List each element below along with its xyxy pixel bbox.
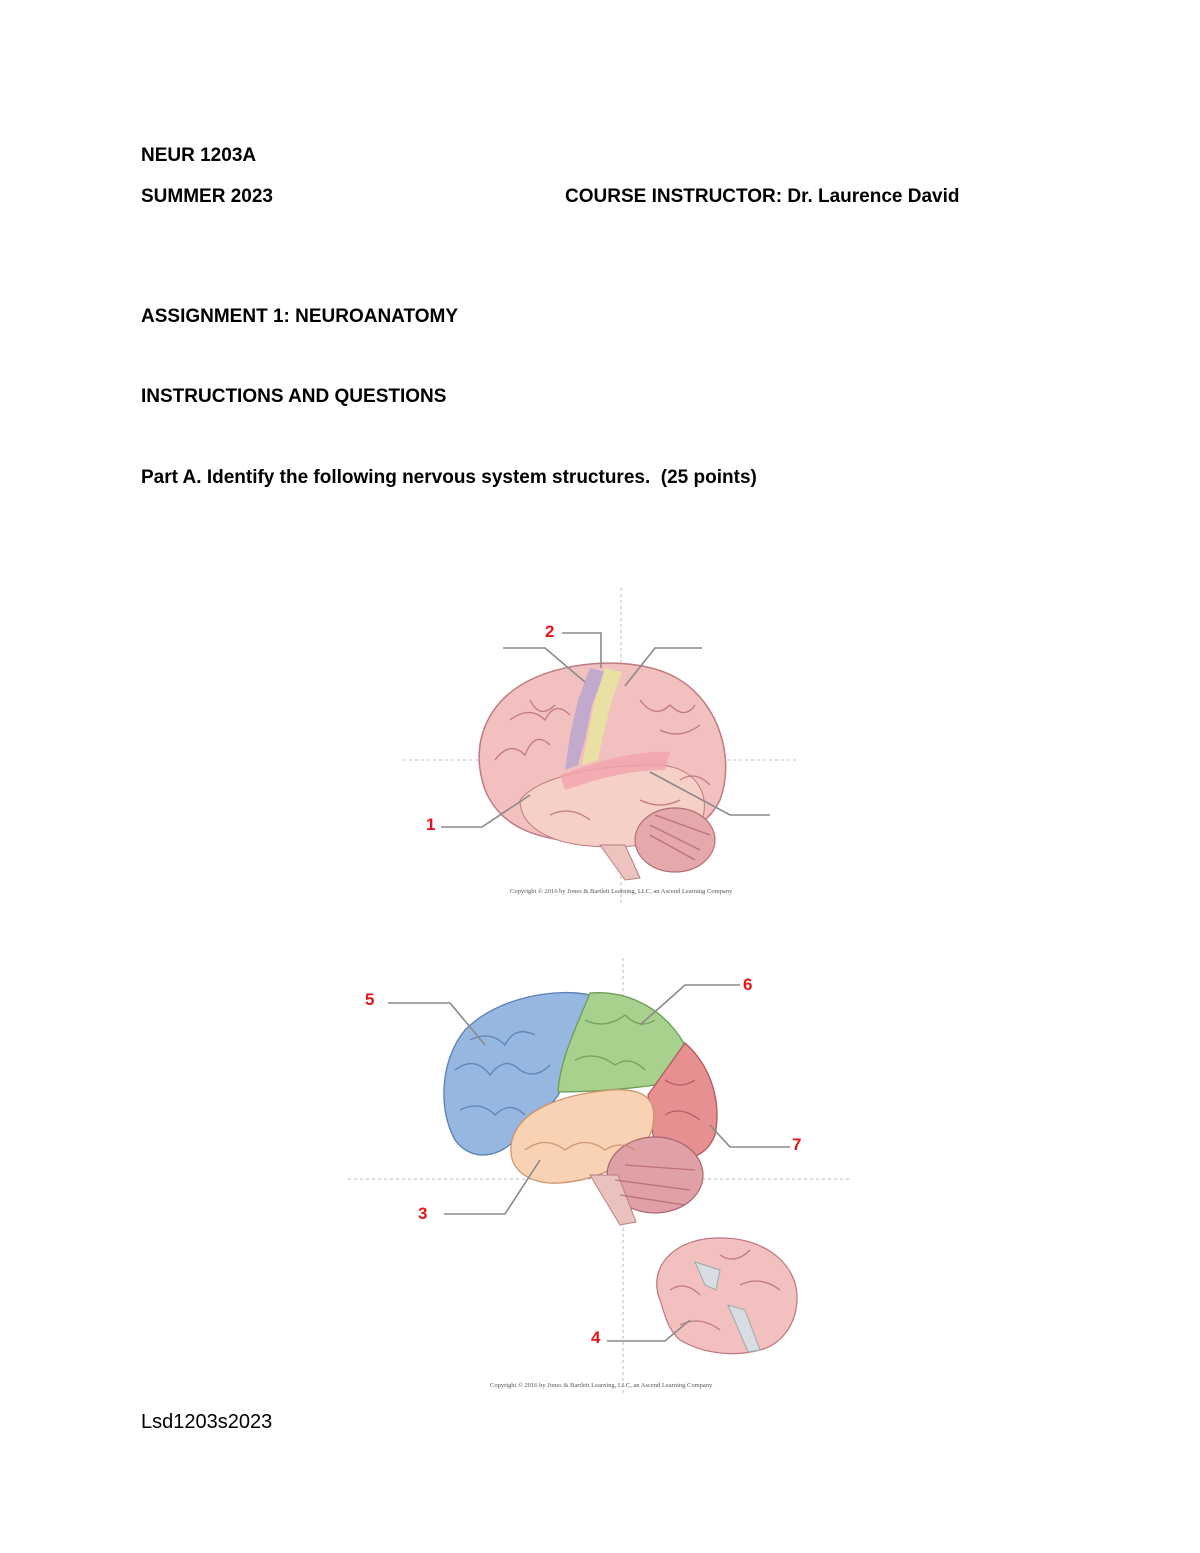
- figure-1-lateral-brain: 2 1 Copyright © 2016 by Jones & Bartlett…: [403, 588, 798, 905]
- label-2: 2: [545, 622, 554, 641]
- label-1: 1: [426, 815, 435, 834]
- course-code: NEUR 1203A: [141, 145, 257, 166]
- term: SUMMER 2023: [141, 186, 273, 207]
- auditory-cortex: [560, 751, 670, 790]
- section-heading: INSTRUCTIONS AND QUESTIONS: [141, 386, 447, 407]
- course-instructor: COURSE INSTRUCTOR: Dr. Laurence David: [565, 186, 960, 207]
- postcentral-gyrus: [582, 668, 622, 765]
- figure-2-brain-lobes: 5 6 7 3 4 Copyright © 2016 by Jones & Ba…: [348, 958, 852, 1395]
- cerebellum: [634, 807, 716, 873]
- part-a-instructions: Part A. Identify the following nervous s…: [141, 467, 757, 488]
- label-6: 6: [743, 975, 752, 994]
- label-4: 4: [591, 1328, 601, 1347]
- copyright-2: Copyright © 2016 by Jones & Bartlett Lea…: [490, 1382, 713, 1389]
- copyright-1: Copyright © 2016 by Jones & Bartlett Lea…: [510, 888, 733, 895]
- insula-retractor: [694, 1261, 721, 1291]
- brainstem: [589, 1174, 637, 1226]
- brainstem: [599, 844, 641, 881]
- footer-code: Lsd1203s2023: [141, 1411, 273, 1433]
- assignment-title: ASSIGNMENT 1: NEUROANATOMY: [141, 306, 459, 327]
- precentral-gyrus: [565, 668, 605, 770]
- label-3: 3: [418, 1204, 427, 1223]
- small-brain-insula: [656, 1237, 798, 1355]
- insula-retractor: [727, 1304, 761, 1353]
- label-5: 5: [365, 990, 374, 1009]
- label-7: 7: [792, 1135, 801, 1154]
